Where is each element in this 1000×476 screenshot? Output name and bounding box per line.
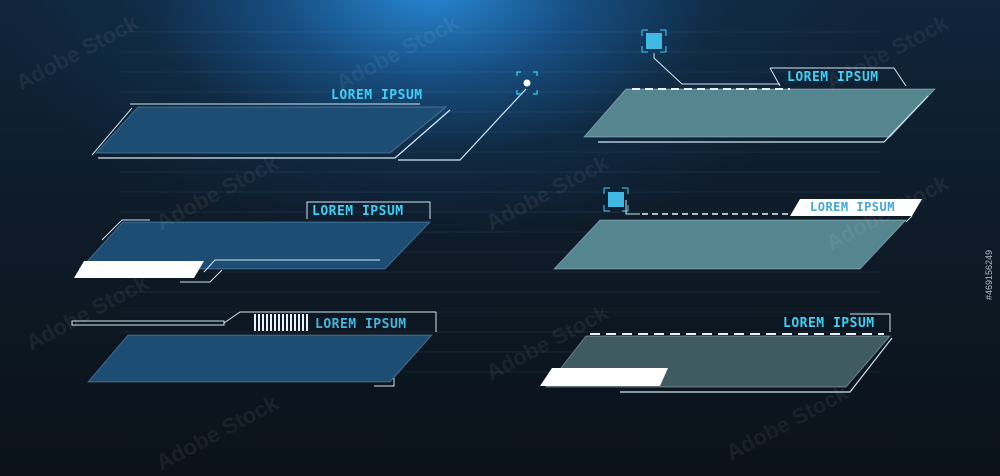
callout-panel-3 (71, 311, 437, 387)
stock-image-id: #469156249 (984, 249, 994, 300)
panel-3-label: LOREM IPSUM (315, 317, 407, 332)
callout-panel-6 (540, 313, 893, 393)
panel-1-label: LOREM IPSUM (331, 88, 423, 103)
callout-panel-2 (74, 201, 432, 283)
panel-6-label: LOREM IPSUM (783, 316, 875, 331)
callout-panel-4 (582, 29, 937, 143)
callout-panel-1 (91, 71, 538, 161)
panel-5-label: LOREM IPSUM (810, 200, 895, 214)
panel-4-label: LOREM IPSUM (787, 70, 879, 85)
panel-2-label: LOREM IPSUM (312, 204, 404, 219)
barcode-stripes (254, 314, 308, 331)
callout-panel-5 (552, 187, 922, 270)
